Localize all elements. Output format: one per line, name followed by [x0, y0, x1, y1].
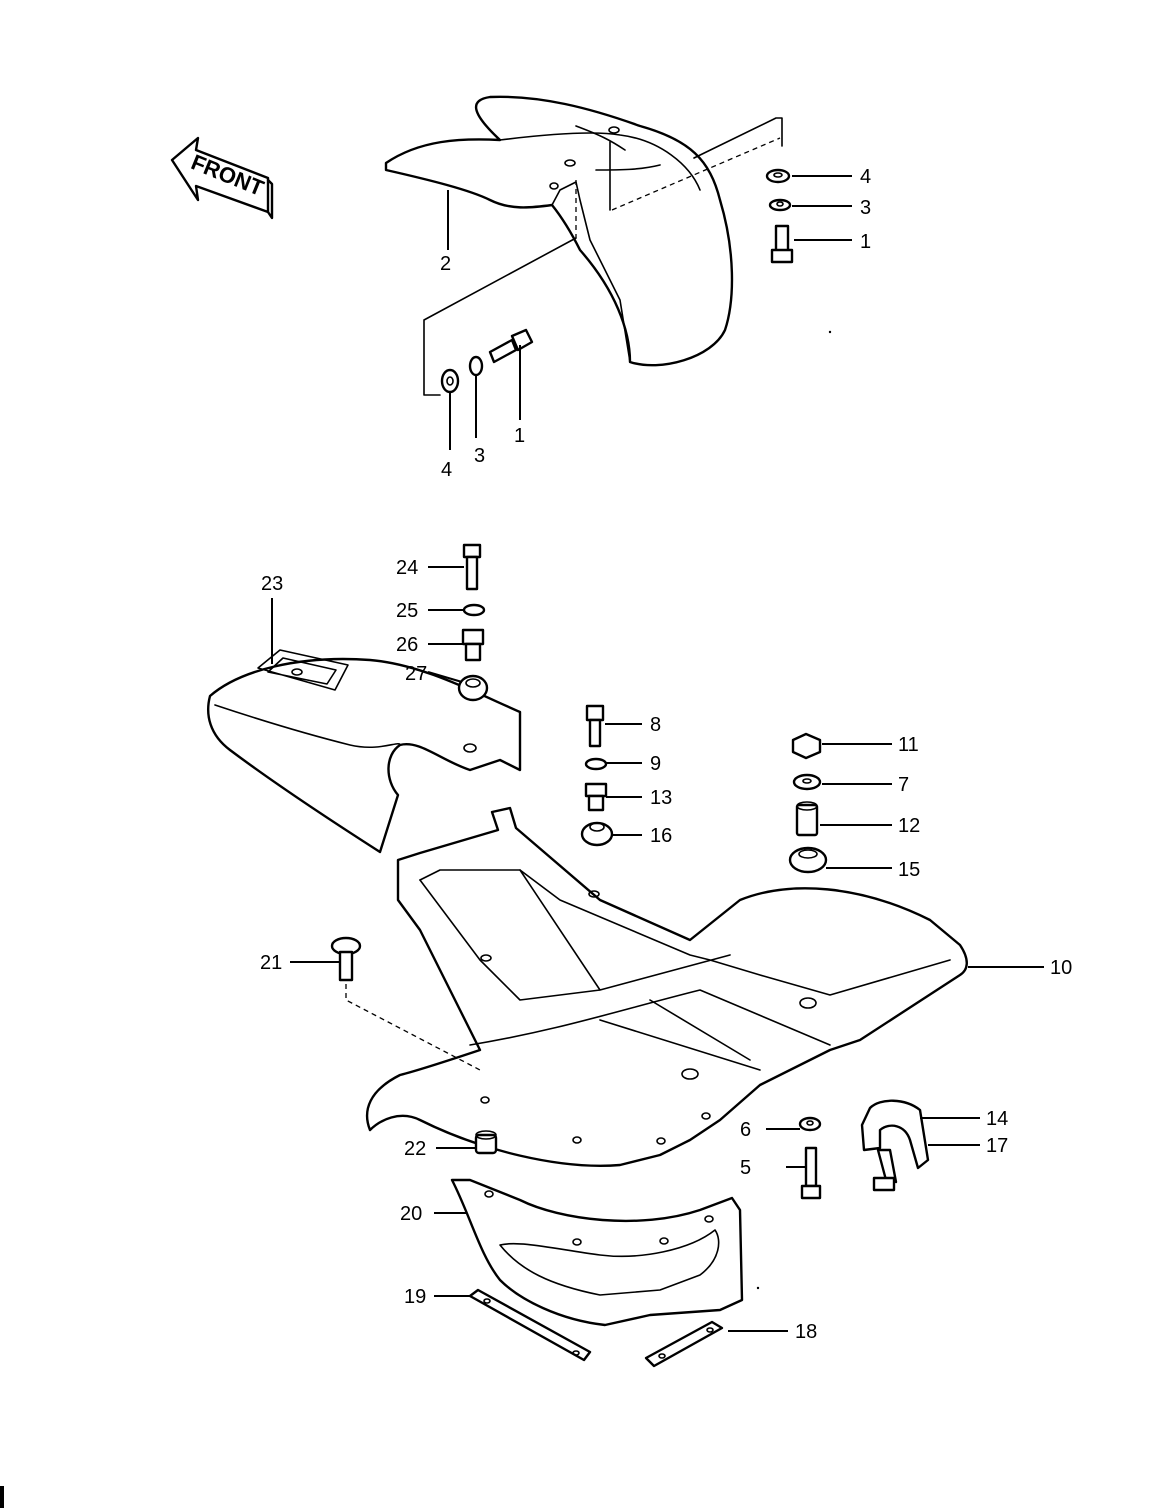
callout-6: 6 [740, 1119, 751, 1141]
collar-13 [584, 782, 608, 812]
front-arrow-icon: FRONT [170, 136, 274, 220]
washer-4-left [440, 368, 460, 394]
callout-5: 5 [740, 1157, 751, 1179]
callout-numbers: 4 3 1 2 4 3 1 24 25 26 27 23 8 9 13 16 1… [260, 166, 1072, 1343]
bolt-24 [462, 543, 482, 591]
grommet-22 [474, 1130, 498, 1155]
cap-nut-11 [791, 732, 822, 760]
callout-16: 16 [650, 825, 672, 847]
washer-6 [798, 1116, 822, 1132]
front-fender [384, 95, 734, 367]
bolt-5 [800, 1146, 822, 1200]
callout-4-left: 4 [441, 459, 452, 481]
callout-1-left: 1 [514, 425, 525, 447]
rear-fender [365, 806, 968, 1167]
callout-25: 25 [396, 600, 418, 622]
washer-7 [792, 773, 822, 791]
leader-lines [271, 175, 1044, 1332]
callout-18: 18 [795, 1321, 817, 1343]
callout-20: 20 [400, 1203, 422, 1225]
bolt-1-right [770, 224, 794, 264]
clamp-14 [860, 1099, 930, 1192]
callout-17: 17 [986, 1135, 1008, 1157]
lock-washer-3-left [468, 355, 484, 377]
callout-21: 21 [260, 952, 282, 974]
callout-4-right: 4 [860, 166, 871, 188]
plate-18 [644, 1320, 724, 1368]
plate-19 [468, 1288, 592, 1362]
bolt-8 [585, 704, 605, 748]
lock-washer-25 [462, 603, 486, 617]
callout-23: 23 [261, 573, 283, 595]
callout-13: 13 [650, 787, 672, 809]
lock-washer-9 [584, 757, 608, 771]
callout-9: 9 [650, 753, 661, 775]
callout-12: 12 [898, 815, 920, 837]
callout-7: 7 [898, 774, 909, 796]
collar-26 [461, 628, 485, 662]
callout-19: 19 [404, 1286, 426, 1308]
callout-26: 26 [396, 634, 418, 656]
callout-11: 11 [898, 734, 919, 756]
bolt-1-left [488, 328, 534, 364]
callout-1-right: 1 [860, 231, 871, 253]
grommet-27 [457, 674, 489, 702]
washer-4-right [765, 168, 791, 184]
callout-14: 14 [986, 1108, 1008, 1130]
callout-27: 27 [405, 663, 427, 685]
callout-24: 24 [396, 557, 418, 579]
callout-3-right: 3 [860, 197, 871, 219]
bolt-21 [330, 936, 362, 982]
callout-8: 8 [650, 714, 661, 736]
callout-22: 22 [404, 1138, 426, 1160]
grommet-15 [788, 846, 828, 874]
callout-3-left: 3 [474, 445, 485, 467]
rear-top-cover [207, 649, 522, 854]
grommet-16 [580, 821, 614, 847]
callout-2: 2 [440, 253, 451, 275]
collar-12 [795, 801, 819, 837]
callout-15: 15 [898, 859, 920, 881]
bracket-20 [450, 1178, 744, 1327]
lock-washer-3-right [768, 198, 792, 212]
callout-10: 10 [1050, 957, 1072, 979]
